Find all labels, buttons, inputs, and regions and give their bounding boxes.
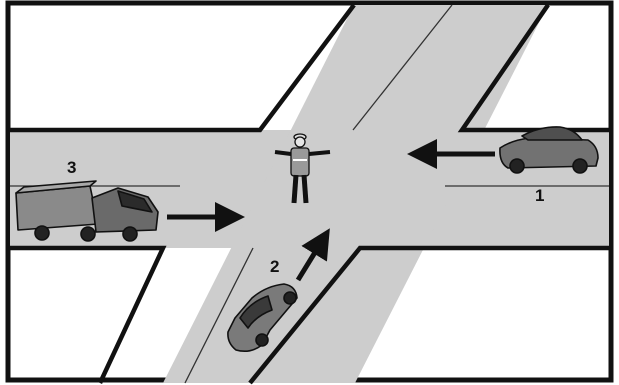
truck-trailer-side (15, 180, 97, 194)
officer-torso (290, 147, 310, 177)
car-east (499, 126, 599, 174)
officer-right-leg (301, 174, 309, 204)
road-edge-bottom-left (10, 245, 167, 384)
truck (15, 180, 159, 242)
lane-line-upper (352, 4, 453, 131)
road-edge-bottom-right (248, 245, 609, 385)
label-car-south: 2 (270, 257, 280, 276)
car-south-windshield (239, 295, 273, 329)
truck-wheel-rear (34, 225, 50, 241)
car-south-wheel-front (283, 291, 297, 305)
direction-arrows (167, 139, 495, 282)
traffic-officer (274, 133, 331, 204)
arrow-car-south (295, 228, 330, 282)
car-south-wheel-rear (255, 333, 269, 347)
officer-right-arm (308, 150, 331, 156)
truck-wheel-front (122, 226, 138, 242)
road-diagonal (163, 5, 548, 383)
car-south (227, 283, 298, 352)
car-east-body (499, 137, 599, 169)
truck-wheel-mid (80, 226, 96, 242)
car-east-wheel-rear (572, 158, 588, 174)
label-truck-west: 3 (67, 158, 77, 177)
officer-head (294, 136, 306, 148)
road-edge-top-left (10, 3, 356, 133)
officer-left-leg (291, 174, 299, 204)
label-car-east: 1 (535, 186, 545, 205)
officer-left-arm (274, 150, 292, 156)
car-east-wheel-front (509, 158, 525, 174)
lane-line-lower (184, 247, 254, 384)
car-south-body (227, 283, 298, 352)
truck-windshield (117, 190, 153, 213)
car-east-roof (521, 126, 583, 141)
